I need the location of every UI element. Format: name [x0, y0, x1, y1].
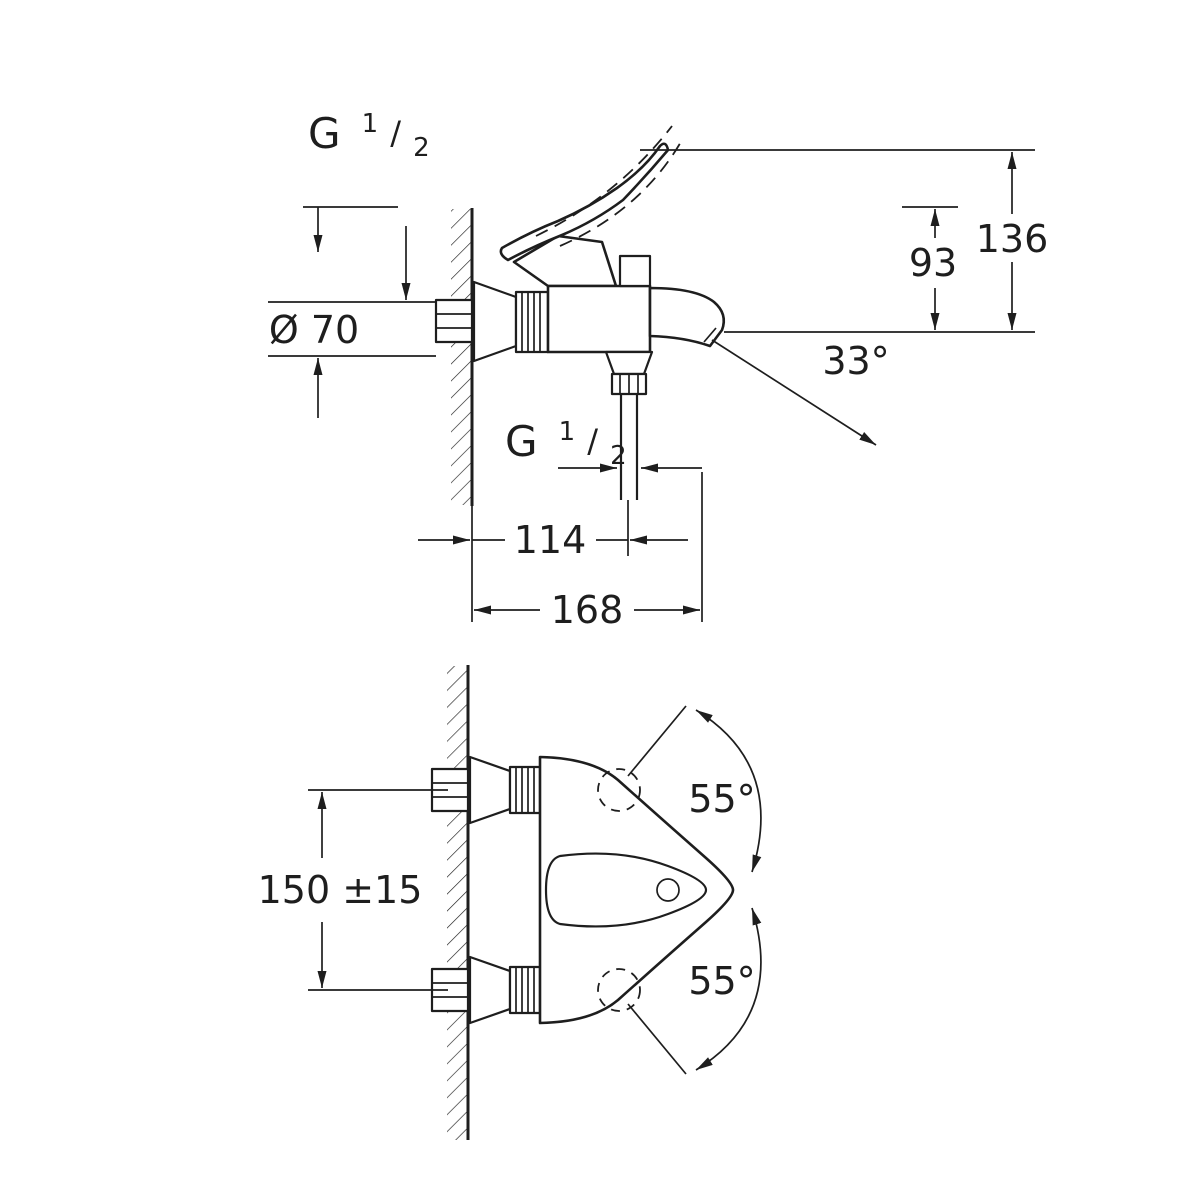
wall-thread-dimension-lines: [303, 206, 411, 300]
front-handle: [544, 852, 708, 928]
handle-screw-hole: [656, 878, 680, 902]
dim-168-label: 168: [551, 588, 624, 632]
dim-150: 150 ±15: [258, 789, 448, 991]
dim-168: 168: [474, 472, 703, 632]
height-dimensions: 93 136: [640, 149, 1049, 333]
dim-93-label: 93: [909, 241, 957, 285]
handle-position-circle-up: [597, 768, 641, 812]
spout-angle-annotation: 33°: [711, 339, 890, 446]
shower-outlet-pipe: [604, 350, 654, 500]
front-view: 55° 55° 150 ±15: [258, 665, 762, 1140]
dim-114-label: 114: [514, 518, 587, 562]
wall-front-view: [447, 665, 470, 1140]
supply-hex-nut: [434, 298, 474, 344]
label-angle-55-down: 55°: [688, 959, 755, 1003]
faucet-body: [512, 234, 652, 354]
wall-top-view: [451, 208, 474, 622]
swing-down-annotation: 55°: [627, 907, 762, 1075]
diameter-dimension: Ø 70: [268, 301, 436, 418]
label-wall-thread: G 1 / 2: [308, 97, 430, 163]
dim-114: 114: [418, 500, 688, 562]
union-nut: [514, 290, 550, 354]
label-angle-55-up: 55°: [688, 777, 755, 821]
escutcheon-cone: [472, 280, 518, 363]
label-shower-thread: G 1 / 2: [505, 405, 627, 471]
dim-136-label: 136: [976, 217, 1049, 261]
label-diameter-70: Ø 70: [269, 308, 359, 352]
swing-up-annotation: 55°: [627, 705, 762, 873]
spout: [648, 286, 726, 348]
diverter-knob: [618, 254, 652, 288]
top-view: G 1 / 2 Ø 70 93 1: [268, 97, 1049, 632]
handle-position-circle-down: [597, 968, 641, 1012]
label-angle-33: 33°: [822, 339, 889, 383]
dim-150-label: 150 ±15: [258, 868, 423, 912]
handle-raised-dashed: [535, 125, 683, 247]
